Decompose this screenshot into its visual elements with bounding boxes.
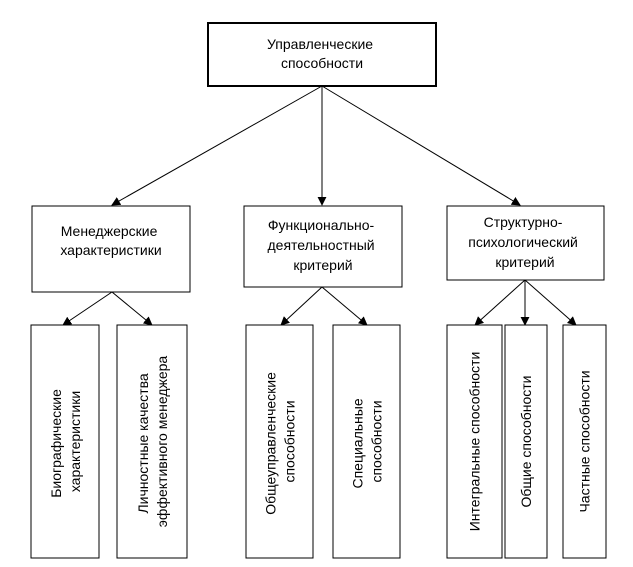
leaf-special-label: Специальные способности — [350, 394, 385, 488]
leaf-integral: Интегральные способности — [446, 324, 503, 559]
leaf-special: Специальные способности — [332, 324, 401, 559]
arrow-structural-to-particular — [524, 279, 577, 326]
category-structural-label: Структурно- психологический критерий — [468, 214, 582, 270]
arrow-functional-to-special — [321, 286, 368, 326]
leaf-common-label: Общие способности — [518, 375, 534, 507]
root-node: Управленческие способности — [207, 22, 437, 87]
category-structural: Структурно- психологический критерий — [446, 205, 605, 281]
arrow-functional-to-general-management — [280, 286, 323, 326]
leaf-personal-qualities-label: Личностные качества эффективного менедже… — [135, 356, 170, 528]
leaf-integral-label: Интегральные способности — [467, 352, 483, 532]
root-label: Управленческие способности — [267, 36, 377, 71]
leaf-biographical-label: Биографические характеристики — [48, 385, 83, 498]
leaf-particular: Частные способности — [562, 324, 607, 559]
arrow-root-to-managerial — [111, 85, 323, 206]
leaf-particular-label: Частные способности — [577, 370, 593, 512]
leaf-personal-qualities: Личностные качества эффективного менедже… — [116, 324, 188, 559]
category-functional: Функционально- деятельностный критерий — [243, 205, 403, 288]
connectors — [62, 85, 577, 326]
leaf-general-management-label: Общеуправленческие способности — [263, 368, 298, 515]
category-managerial-label: Менеджерские характеристики — [60, 223, 161, 258]
category-managerial: Менеджерские характеристики — [31, 205, 191, 293]
leaf-common: Общие способности — [504, 324, 548, 559]
arrow-managerial-to-personal — [111, 291, 153, 326]
arrow-root-to-structural — [321, 85, 521, 206]
category-functional-label: Функционально- деятельностный критерий — [267, 217, 378, 273]
leaf-biographical: Биографические характеристики — [30, 324, 100, 559]
arrow-managerial-to-biographical — [62, 291, 113, 326]
arrow-structural-to-integral — [474, 279, 526, 326]
leaf-general-management: Общеуправленческие способности — [245, 324, 314, 559]
